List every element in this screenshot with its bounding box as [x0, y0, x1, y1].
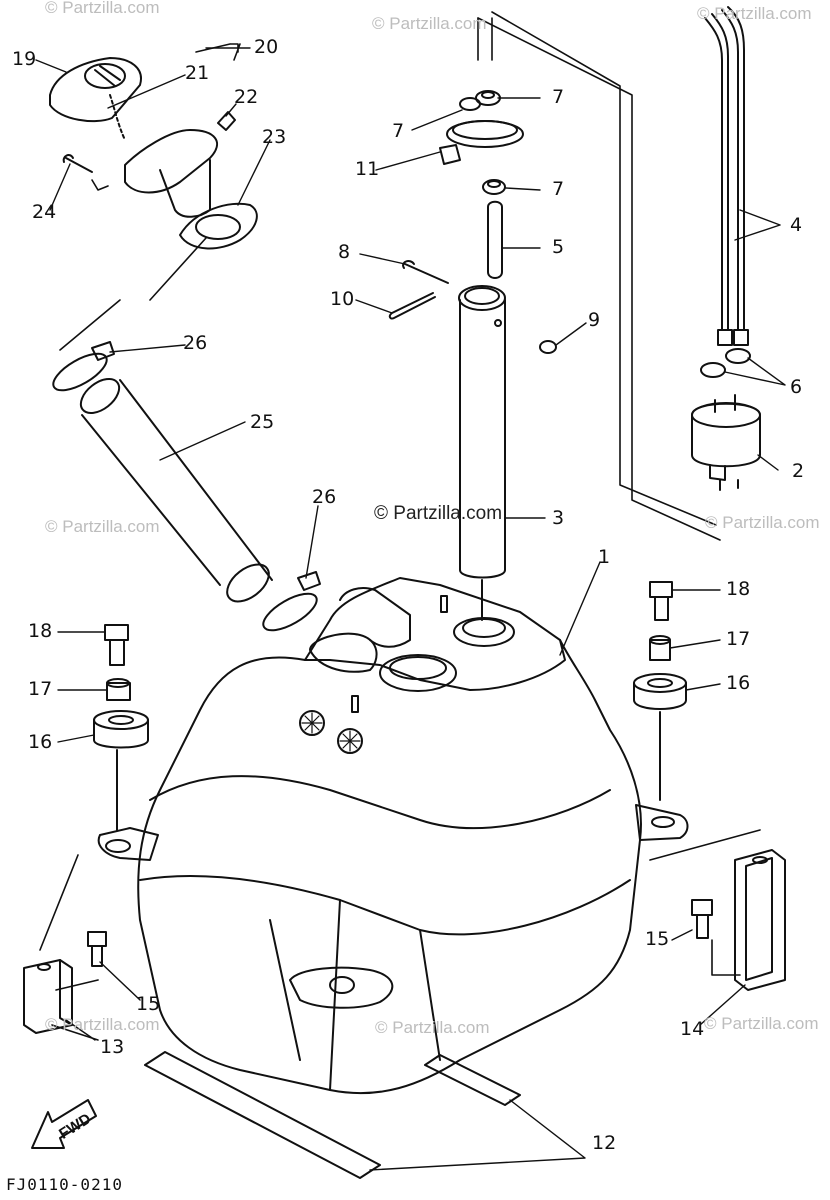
- callout-18-left: 18: [28, 620, 53, 642]
- callout-5: 5: [552, 236, 565, 258]
- watermark: © Partzilla.com: [375, 1018, 490, 1037]
- callout-25: 25: [250, 411, 275, 433]
- fuel-hoses: [700, 6, 751, 378]
- callout-21: 21: [185, 62, 210, 84]
- callout-18-right: 18: [726, 578, 751, 600]
- callout-7c: 7: [552, 178, 565, 200]
- bracket-14: [691, 849, 786, 991]
- fwd-arrow-icon: [31, 1099, 97, 1149]
- watermark: © Partzilla.com: [45, 1015, 160, 1034]
- figure-code: FJ0110-0210: [6, 1175, 123, 1194]
- callout-6: 6: [790, 376, 803, 398]
- watermark: © Partzilla.com: [372, 14, 487, 33]
- fuel-tank: [97, 577, 689, 1095]
- callout-16-right: 16: [726, 672, 751, 694]
- center-watermark: © Partzilla.com: [374, 503, 503, 524]
- bracket-13: [23, 931, 107, 1034]
- leader-lines: [35, 47, 786, 1171]
- watermark: © Partzilla.com: [45, 0, 160, 17]
- callout-4: 4: [790, 214, 803, 236]
- right-mount-hardware: [633, 581, 687, 801]
- fuel-filter: [691, 394, 761, 491]
- callout-23: 23: [262, 126, 287, 148]
- cotter-pin-10: [388, 292, 436, 320]
- callout-15-left: 15: [136, 993, 161, 1015]
- callout-19: 19: [12, 48, 37, 70]
- vent-tube: [458, 285, 506, 621]
- callout-26b: 26: [312, 486, 337, 508]
- callout-8: 8: [338, 241, 351, 263]
- callout-3: 3: [552, 507, 565, 529]
- callout-13: 13: [100, 1036, 125, 1058]
- callout-1: 1: [598, 546, 611, 568]
- callout-12: 12: [592, 1132, 617, 1154]
- washer-9: [539, 340, 557, 354]
- callout-11: 11: [355, 158, 380, 180]
- callout-7b: 7: [392, 120, 405, 142]
- callout-17-left: 17: [28, 678, 53, 700]
- callout-10: 10: [330, 288, 355, 310]
- rubber-strip-rear: [424, 1054, 521, 1106]
- callout-24: 24: [32, 201, 57, 223]
- callout-15-right: 15: [645, 928, 670, 950]
- watermark: © Partzilla.com: [705, 513, 820, 532]
- callout-22: 22: [234, 86, 259, 108]
- pin-8: [402, 260, 449, 284]
- filler-hose: [52, 341, 321, 632]
- assembly-lines: [39, 11, 761, 1041]
- fuel-cap-assembly: [49, 57, 258, 250]
- callout-26a: 26: [183, 332, 208, 354]
- rubber-strip-front: [144, 1051, 381, 1179]
- callout-7a: 7: [552, 86, 565, 108]
- callout-17-right: 17: [726, 628, 751, 650]
- callout-20: 20: [254, 36, 279, 58]
- watermark: © Partzilla.com: [697, 4, 812, 23]
- callout-9: 9: [588, 309, 601, 331]
- callout-14: 14: [680, 1018, 705, 1040]
- hose-5: [487, 200, 503, 279]
- watermark: © Partzilla.com: [704, 1014, 819, 1033]
- left-mount-hardware: [93, 624, 149, 831]
- callout-2: 2: [792, 460, 805, 482]
- callout-16-left: 16: [28, 731, 53, 753]
- clamps: [439, 90, 524, 195]
- watermark: © Partzilla.com: [45, 517, 160, 536]
